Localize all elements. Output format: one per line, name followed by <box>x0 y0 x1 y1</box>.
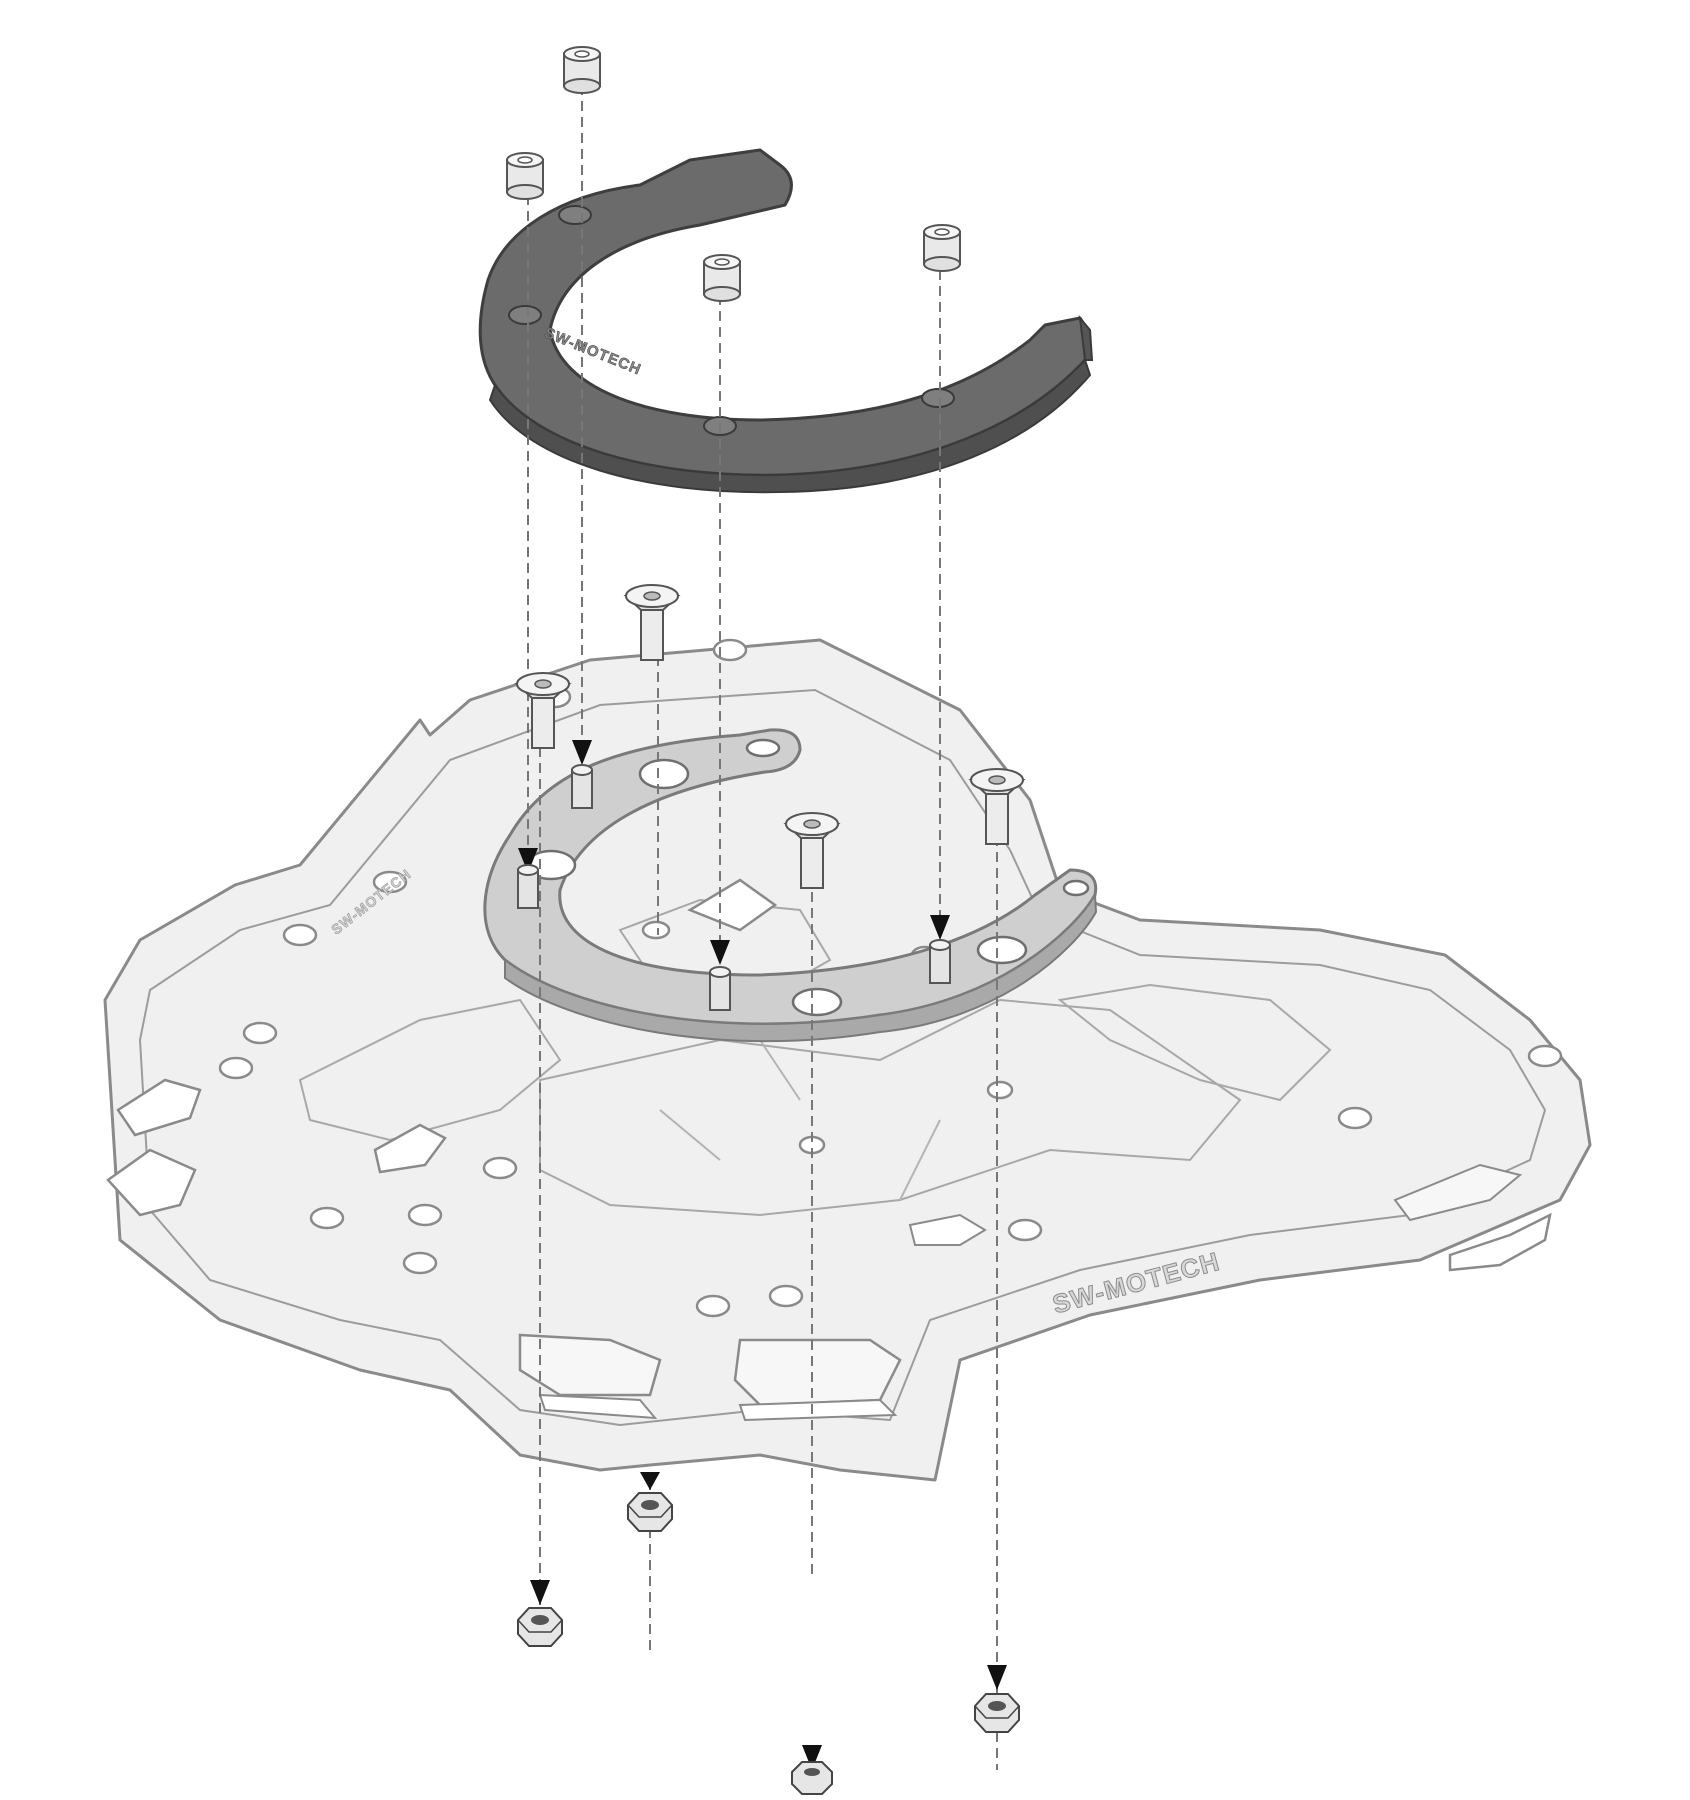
stud <box>517 864 539 909</box>
countersunk-screw <box>968 768 1026 845</box>
countersunk-screw <box>783 812 841 889</box>
spacers <box>506 46 961 302</box>
hex-nut <box>517 1607 563 1647</box>
tank-ring: SW-MOTECH <box>478 148 1094 494</box>
spacer <box>506 152 544 200</box>
spacer <box>923 224 961 272</box>
hex-nut <box>627 1492 673 1532</box>
spacer <box>563 46 601 94</box>
assembly-arrows <box>518 740 1007 1770</box>
assembly-guide-lines <box>527 85 998 1770</box>
stud <box>571 764 593 809</box>
hex-nut <box>791 1761 833 1795</box>
hex-nut <box>974 1693 1020 1733</box>
studs <box>517 764 951 1011</box>
spacer <box>703 254 741 302</box>
stud <box>709 966 731 1011</box>
countersunk-screw <box>514 672 572 749</box>
luggage-rack-plate: SW-MOTECH SW-MOTECH <box>103 638 1592 1482</box>
hex-nuts <box>517 1492 1020 1795</box>
countersunk-screws <box>514 584 1026 889</box>
stud <box>929 939 951 984</box>
countersunk-screw <box>623 584 681 661</box>
